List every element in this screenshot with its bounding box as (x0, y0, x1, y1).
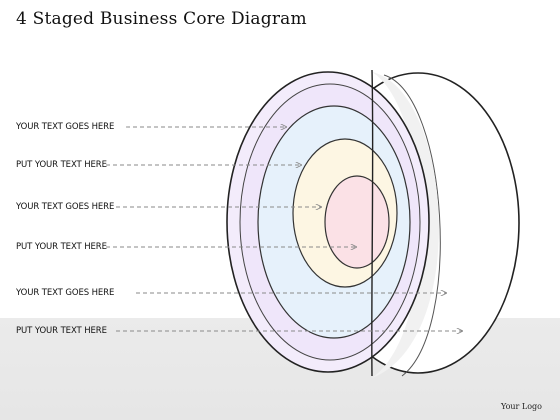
shell-edge (383, 74, 441, 377)
shell-shadow (372, 72, 439, 378)
logo-text: Your Logo (501, 402, 542, 411)
label-1: YOUR TEXT GOES HERE (16, 122, 115, 132)
cut-line (371, 69, 374, 377)
label-3: YOUR TEXT GOES HERE (16, 202, 115, 212)
page-title: 4 Staged Business Core Diagram (16, 9, 307, 29)
layer-core (324, 175, 390, 269)
label-5: YOUR TEXT GOES HERE (16, 288, 115, 298)
label-2: PUT YOUR TEXT HERE (16, 160, 107, 170)
label-6: PUT YOUR TEXT HERE (16, 326, 107, 336)
label-4: PUT YOUR TEXT HERE (16, 242, 107, 252)
